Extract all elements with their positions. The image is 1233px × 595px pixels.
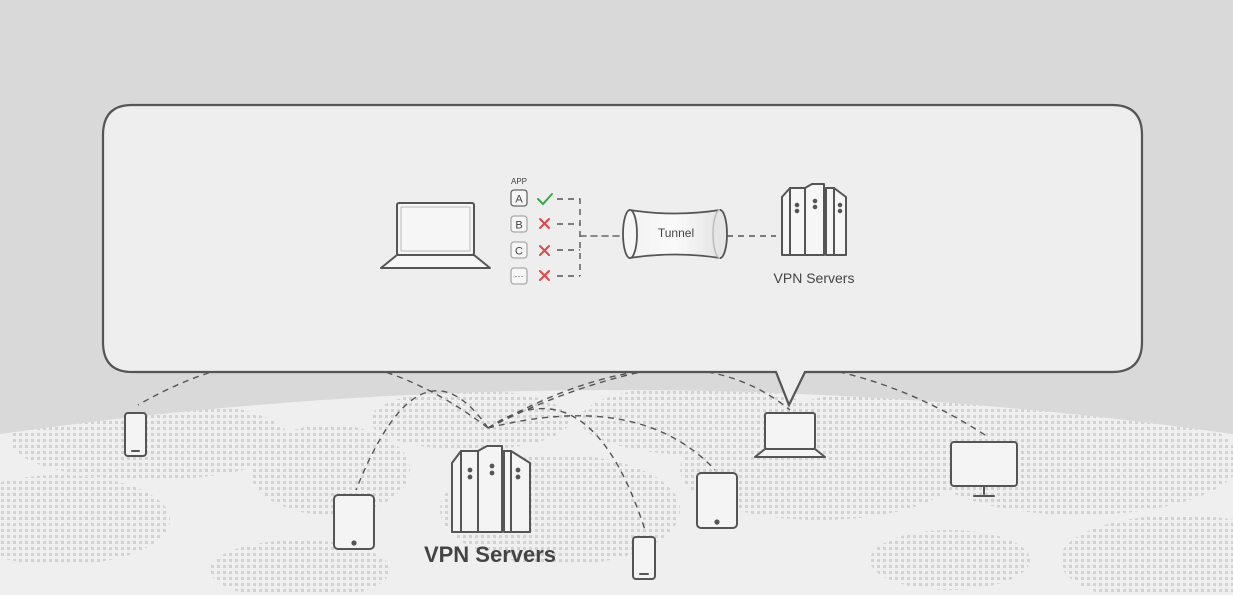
desktop-monitor-icon [950,441,1018,497]
vpn-server-rack-icon [781,183,847,256]
app-letter: B [515,220,522,232]
tablet-icon [333,494,375,550]
app-row-more: ··· [510,267,550,285]
world-map-globe [0,390,1233,595]
laptop-icon [380,202,491,269]
app-row-c: C [510,241,550,259]
cross-icon [539,270,550,281]
map-vpn-servers-label: VPN Servers [424,542,556,567]
laptop-icon [754,412,826,458]
tablet-icon [696,472,738,529]
cross-icon [539,245,550,256]
vpn-server-rack-icon [451,445,531,533]
check-icon [537,193,553,206]
cross-icon [539,218,550,229]
app-row-a: A [510,189,553,207]
app-letter: A [515,194,523,206]
callout-vpn-servers-label: VPN Servers [774,270,855,286]
tunnel-icon [622,208,728,260]
tunnel-label: Tunnel [658,226,694,240]
callout-bubble [101,103,1144,408]
smartphone-icon [632,536,656,580]
app-row-b: B [510,215,550,233]
app-letter: ··· [515,271,524,281]
app-letter: C [515,246,523,258]
smartphone-icon [124,412,147,457]
app-connectors [557,198,631,277]
app-list-header: APP [511,177,527,186]
